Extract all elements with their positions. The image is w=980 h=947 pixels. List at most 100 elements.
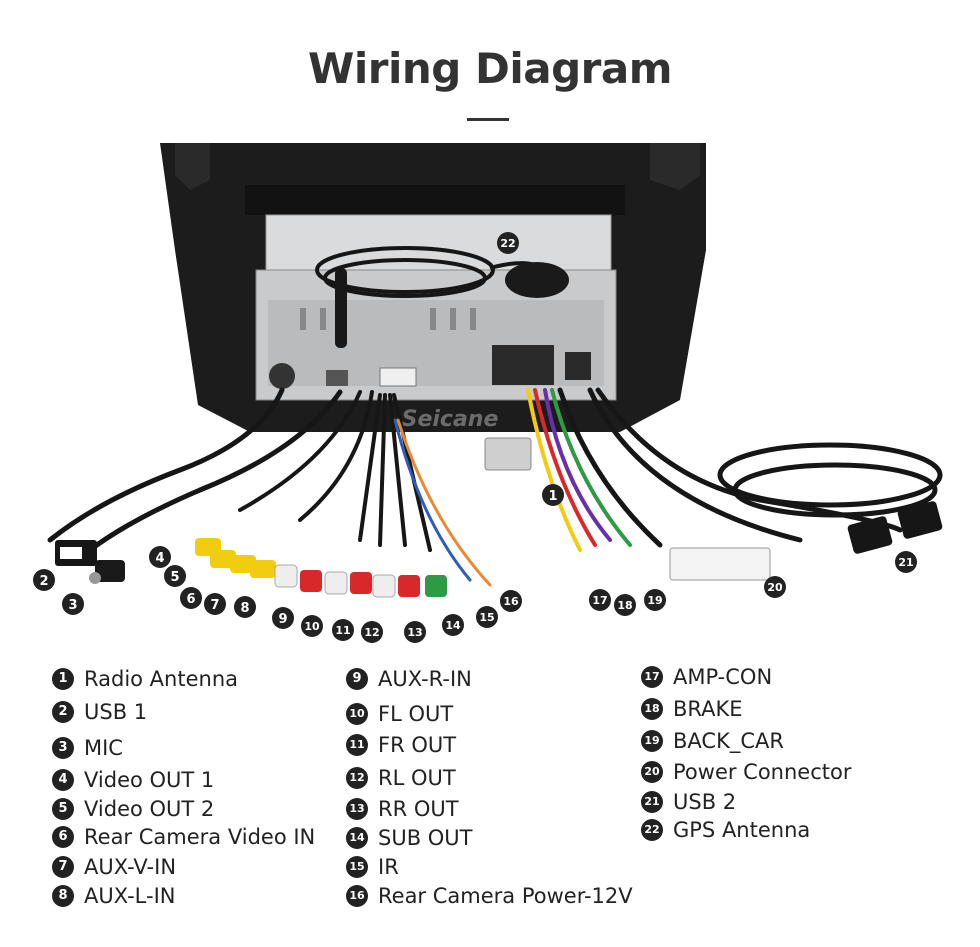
svg-text:15: 15	[479, 611, 494, 624]
legend-label: AUX-R-IN	[378, 667, 472, 691]
callout-9: 9	[272, 607, 294, 629]
usb2-connectors	[847, 501, 943, 554]
legend-label: RR OUT	[378, 797, 459, 821]
svg-text:22: 22	[500, 237, 515, 250]
svg-text:2: 2	[39, 574, 48, 589]
svg-text:1: 1	[548, 489, 557, 504]
callout-13: 13	[404, 621, 426, 643]
usb1-connector	[55, 540, 97, 566]
callout-12: 12	[361, 621, 383, 643]
legend-item: 10 FL OUT	[346, 702, 453, 726]
legend-item: 22 GPS Antenna	[641, 818, 810, 842]
legend-item: 20 Power Connector	[641, 760, 851, 784]
svg-text:5: 5	[170, 570, 179, 585]
wiring-illustration: Seicane	[33, 143, 943, 643]
legend-item: 14 SUB OUT	[346, 826, 473, 850]
svg-text:20: 20	[767, 581, 783, 594]
legend-label: AMP-CON	[673, 665, 773, 689]
callout-4: 4	[149, 546, 171, 568]
legend-label: AUX-L-IN	[84, 884, 176, 908]
callout-20: 20	[764, 576, 786, 598]
legend-number: 17	[641, 666, 663, 688]
legend-number: 5	[52, 798, 74, 820]
legend-label: Radio Antenna	[84, 667, 239, 691]
callout-markers: 1 2 3 4 5 6 7 8 9 10 11 12 13 14 15 16 1…	[33, 232, 917, 643]
power-connector	[669, 547, 771, 581]
legend-number: 14	[346, 827, 368, 849]
legend-number: 12	[346, 767, 368, 789]
svg-text:10: 10	[304, 620, 320, 633]
legend-number: 10	[346, 703, 368, 725]
legend-number: 22	[641, 819, 663, 841]
callout-11: 11	[332, 619, 354, 641]
legend-number: 18	[641, 698, 663, 720]
callout-10: 10	[301, 615, 323, 637]
legend-number: 20	[641, 761, 663, 783]
legend-label: SUB OUT	[378, 826, 473, 850]
svg-text:16: 16	[503, 595, 519, 608]
callout-8: 8	[234, 596, 256, 618]
legend-number: 1	[52, 668, 74, 690]
legend-number: 2	[52, 701, 74, 723]
callout-2: 2	[33, 569, 55, 591]
legend-item: 9 AUX-R-IN	[346, 667, 472, 691]
legend-item: 12 RL OUT	[346, 766, 456, 790]
legend-label: Rear Camera Video IN	[84, 825, 316, 849]
legend-label: Video OUT 2	[84, 797, 215, 821]
legend-label: Power Connector	[673, 760, 852, 784]
legend-label: AUX-V-IN	[84, 855, 177, 879]
svg-text:9: 9	[278, 612, 287, 627]
legend-number: 9	[346, 668, 368, 690]
callout-17: 17	[589, 589, 611, 611]
callout-1: 1	[542, 484, 564, 506]
legend-item: 17 AMP-CON	[641, 665, 772, 689]
svg-text:13: 13	[407, 626, 422, 639]
legend-item: 8 AUX-L-IN	[52, 884, 175, 908]
callout-18: 18	[614, 594, 636, 616]
head-unit: Seicane	[160, 143, 706, 432]
legend-item: 7 AUX-V-IN	[52, 855, 176, 879]
svg-text:8: 8	[240, 601, 249, 616]
svg-text:19: 19	[647, 594, 662, 607]
legend-label: FR OUT	[378, 733, 457, 757]
rca-connectors	[195, 538, 447, 598]
legend-number: 16	[346, 885, 368, 907]
svg-text:4: 4	[155, 551, 164, 566]
legend-item: 5 Video OUT 2	[52, 797, 214, 821]
callout-22: 22	[497, 232, 519, 254]
callout-19: 19	[644, 589, 666, 611]
legend-label: GPS Antenna	[673, 818, 811, 842]
title-underline	[467, 118, 509, 121]
svg-text:7: 7	[210, 598, 219, 613]
callout-5: 5	[164, 565, 186, 587]
watermark-text: Seicane	[402, 407, 499, 432]
wire-harness	[47, 387, 943, 587]
legend-label: RL OUT	[378, 766, 456, 790]
svg-text:21: 21	[898, 556, 913, 569]
legend-item: 18 BRAKE	[641, 697, 743, 721]
legend-item: 1 Radio Antenna	[52, 667, 238, 691]
svg-text:11: 11	[335, 624, 350, 637]
legend-number: 3	[52, 737, 74, 759]
legend-number: 13	[346, 798, 368, 820]
legend-number: 21	[641, 791, 663, 813]
legend-label: FL OUT	[378, 702, 454, 726]
small-connector	[484, 437, 532, 471]
callout-15: 15	[476, 606, 498, 628]
svg-text:12: 12	[364, 626, 379, 639]
svg-text:17: 17	[592, 594, 607, 607]
mic-jack	[89, 560, 125, 584]
legend-label: BRAKE	[673, 697, 743, 721]
svg-text:3: 3	[68, 598, 77, 613]
legend-number: 7	[52, 856, 74, 878]
legend-item: 13 RR OUT	[346, 797, 459, 821]
legend-label: Video OUT 1	[84, 768, 215, 792]
legend-number: 8	[52, 885, 74, 907]
